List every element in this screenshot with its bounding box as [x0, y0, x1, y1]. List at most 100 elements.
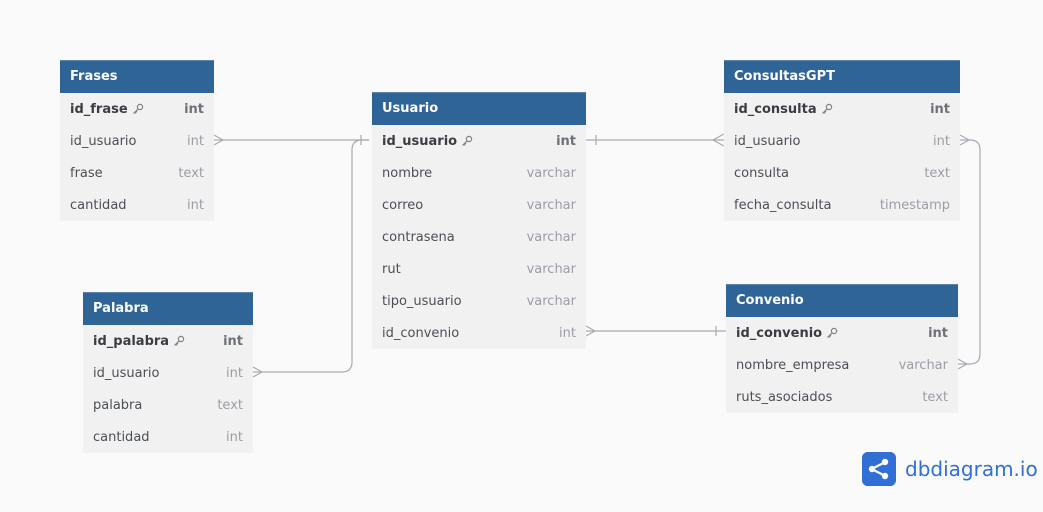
field-type: int — [933, 133, 950, 149]
field-row-id-consulta[interactable]: id_consulta int — [724, 93, 960, 125]
table-fields: id_convenio int nombre_empresa varchar ruts_… — [726, 317, 958, 413]
field-type: int — [930, 101, 950, 117]
field-type: int — [226, 365, 243, 381]
table-header[interactable]: Frases — [60, 60, 214, 93]
field-name-text: id_frase — [70, 101, 128, 117]
field-name-text: id_usuario — [734, 133, 801, 149]
brand-name[interactable]: dbdiagram.io — [905, 457, 1038, 481]
field-row-correo[interactable]: correo varchar — [372, 189, 586, 221]
table-header[interactable]: Convenio — [726, 284, 958, 317]
field-type: int — [226, 429, 243, 445]
link-consultas-convenio[interactable] — [957, 134, 981, 370]
field-name-text: tipo_usuario — [382, 293, 462, 309]
field-row-tipo-usuario[interactable]: tipo_usuario varchar — [372, 285, 586, 317]
field-type: varchar — [526, 165, 576, 181]
field-type: text — [178, 165, 204, 181]
field-name: id_usuario — [93, 366, 160, 381]
field-name: consulta — [734, 166, 789, 181]
field-row-id-convenio[interactable]: id_convenio int — [726, 317, 958, 349]
key-icon — [821, 103, 833, 115]
field-type: varchar — [898, 357, 948, 373]
link-palabra-usuario[interactable] — [252, 139, 369, 378]
field-row-id-usuario[interactable]: id_usuario int — [60, 125, 214, 157]
field-row-id-frase[interactable]: id_frase int — [60, 93, 214, 125]
key-icon — [461, 135, 473, 147]
field-name-text: id_palabra — [93, 333, 170, 349]
field-row-id-usuario[interactable]: id_usuario int — [724, 125, 960, 157]
field-type: varchar — [526, 197, 576, 213]
field-name: rut — [382, 262, 401, 277]
field-row-contrasena[interactable]: contrasena varchar — [372, 221, 586, 253]
field-row-palabra[interactable]: palabra text — [83, 389, 253, 421]
table-header[interactable]: ConsultasGPT — [724, 60, 960, 93]
table-header[interactable]: Usuario — [372, 92, 586, 125]
field-name: tipo_usuario — [382, 294, 462, 309]
field-type: int — [187, 197, 204, 213]
field-type: timestamp — [879, 197, 950, 213]
brand-badge[interactable]: dbdiagram.io — [862, 452, 1038, 486]
key-icon — [826, 327, 838, 339]
field-name-text: id_usuario — [382, 133, 458, 149]
field-row-ruts-asociados[interactable]: ruts_asociados text — [726, 381, 958, 413]
field-name: id_frase — [70, 102, 144, 117]
field-row-id-convenio[interactable]: id_convenio int — [372, 317, 586, 349]
field-name-text: cantidad — [70, 197, 127, 213]
field-row-consulta[interactable]: consulta text — [724, 157, 960, 189]
field-name: cantidad — [70, 198, 127, 213]
field-type: text — [217, 397, 243, 413]
field-name: id_convenio — [382, 326, 459, 341]
field-type: int — [184, 101, 204, 117]
field-name-text: id_convenio — [736, 325, 823, 341]
link-frases-usuario[interactable] — [213, 134, 369, 146]
link-usuario-convenio[interactable] — [585, 325, 726, 337]
field-name-text: contrasena — [382, 229, 455, 245]
field-type: int — [556, 133, 576, 149]
field-type: int — [559, 325, 576, 341]
field-type: text — [924, 165, 950, 181]
field-name: cantidad — [93, 430, 150, 445]
field-name: frase — [70, 166, 103, 181]
field-row-frase[interactable]: frase text — [60, 157, 214, 189]
field-row-nombre-empresa[interactable]: nombre_empresa varchar — [726, 349, 958, 381]
field-name: ruts_asociados — [736, 390, 832, 405]
field-type: text — [922, 389, 948, 405]
field-type: int — [187, 133, 204, 149]
table-header[interactable]: Palabra — [83, 292, 253, 325]
field-row-id-palabra[interactable]: id_palabra int — [83, 325, 253, 357]
field-name-text: rut — [382, 261, 401, 277]
link-usuario-consultas[interactable] — [586, 133, 725, 147]
field-name-text: cantidad — [93, 429, 150, 445]
table-convenio[interactable]: Convenio id_convenio int nombre_empresa var… — [726, 284, 958, 413]
field-row-id-usuario[interactable]: id_usuario int — [372, 125, 586, 157]
field-row-cantidad[interactable]: cantidad int — [60, 189, 214, 221]
field-name: id_consulta — [734, 102, 833, 117]
field-name: nombre_empresa — [736, 358, 849, 373]
field-type: varchar — [526, 229, 576, 245]
field-row-cantidad[interactable]: cantidad int — [83, 421, 253, 453]
field-name-text: ruts_asociados — [736, 389, 833, 405]
field-type: int — [928, 325, 948, 341]
field-type: int — [223, 333, 243, 349]
field-name: correo — [382, 198, 423, 213]
field-type: varchar — [526, 293, 576, 309]
field-name-text: id_consulta — [734, 101, 817, 117]
field-name: palabra — [93, 398, 142, 413]
field-name-text: id_convenio — [382, 325, 460, 341]
dbdiagram-logo-icon — [862, 452, 896, 486]
field-name-text: frase — [70, 165, 103, 181]
field-name: id_usuario — [70, 134, 137, 149]
field-name-text: palabra — [93, 397, 143, 413]
field-row-id-usuario[interactable]: id_usuario int — [83, 357, 253, 389]
field-name: id_usuario — [382, 134, 473, 149]
